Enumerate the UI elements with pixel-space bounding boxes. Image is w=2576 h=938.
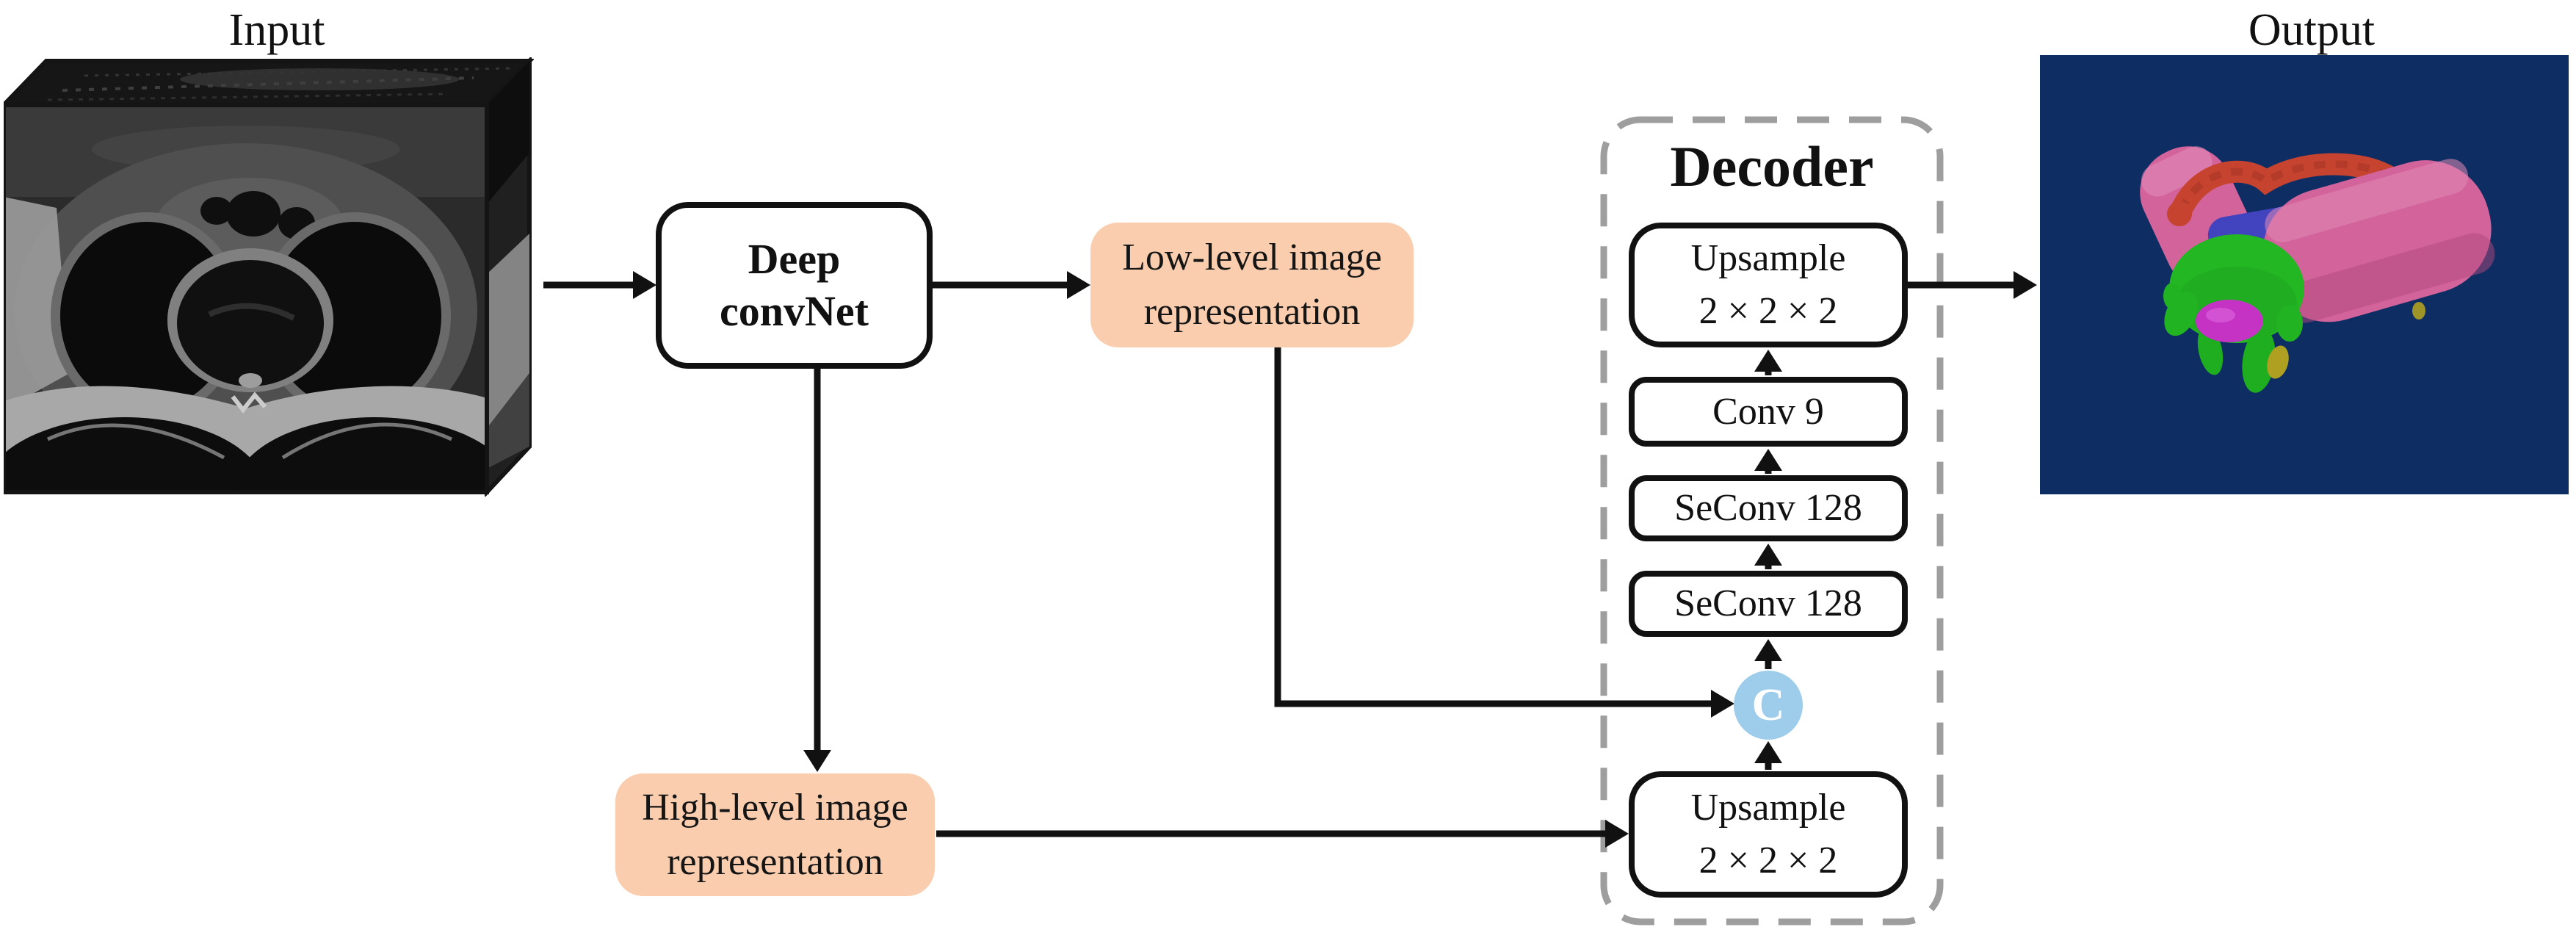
upsample-bottom-line2: 2 × 2 × 2 <box>1698 840 1838 881</box>
low-level-line2: representation <box>1143 291 1361 333</box>
low-level-representation-box: Low-level image representation <box>1090 223 1414 347</box>
arrow-seconv-to-conv9 <box>1754 449 1782 474</box>
arrow-convnet-to-lowlevel <box>933 271 1090 299</box>
decoder-title: Decoder <box>1670 134 1874 198</box>
arrow-conv9-to-upsample <box>1754 350 1782 375</box>
seconv-1-label: SeConv 128 <box>1674 487 1862 530</box>
decoder-block-upsample-bottom: Upsample 2 × 2 × 2 <box>1629 771 1908 898</box>
conv9-label: Conv 9 <box>1712 390 1824 433</box>
segment-magenta <box>2196 300 2263 342</box>
upsample-top-line1: Upsample <box>1690 237 1846 280</box>
input-label: Input <box>228 5 325 55</box>
segment-vessel-red <box>2167 153 2412 226</box>
concat-label: C <box>1751 679 1785 730</box>
mri-front-face <box>4 105 487 492</box>
mri-top-face <box>4 59 534 107</box>
deep-convnet-line1: Deep <box>748 234 841 283</box>
output-label: Output <box>2248 5 2376 55</box>
segment-muscle-right <box>2262 159 2495 323</box>
low-level-line1: Low-level image <box>1122 237 1382 279</box>
arrow-lowlevel-to-concat <box>1274 347 1734 718</box>
decoder-block-seconv-2: SeConv 128 <box>1629 571 1908 637</box>
decoder-dashed-border <box>1600 116 1944 926</box>
upsample-top-line2: 2 × 2 × 2 <box>1698 290 1838 332</box>
concat-node: C <box>1734 671 1803 740</box>
output-segmentation-image <box>2040 55 2569 494</box>
high-level-representation-box: High-level image representation <box>615 773 935 896</box>
arrow-upsample-to-concat <box>1754 741 1782 770</box>
high-level-line1: High-level image <box>642 786 908 829</box>
deep-convnet-box: Deep convNet <box>656 202 933 369</box>
upsample-bottom-line1: Upsample <box>1690 787 1846 829</box>
segment-yellow <box>2267 302 2425 379</box>
decoder-block-seconv-1: SeConv 128 <box>1629 475 1908 541</box>
decoder-block-upsample-top: Upsample 2 × 2 × 2 <box>1629 223 1908 347</box>
input-mri-volume <box>4 57 534 497</box>
mri-side-face <box>485 57 532 497</box>
arrow-input-to-convnet <box>543 271 656 299</box>
arrow-seconv-to-seconv <box>1754 544 1782 569</box>
arrow-upsample-to-output <box>1908 271 2037 299</box>
arrow-convnet-to-highlevel <box>803 367 831 772</box>
arrow-highlevel-to-upsample <box>936 820 1629 848</box>
decoder-block-conv9: Conv 9 <box>1629 377 1908 447</box>
arrow-concat-to-seconv <box>1754 639 1782 669</box>
seconv-2-label: SeConv 128 <box>1674 582 1862 625</box>
high-level-line2: representation <box>667 840 883 883</box>
deep-convnet-line2: convNet <box>720 286 869 335</box>
